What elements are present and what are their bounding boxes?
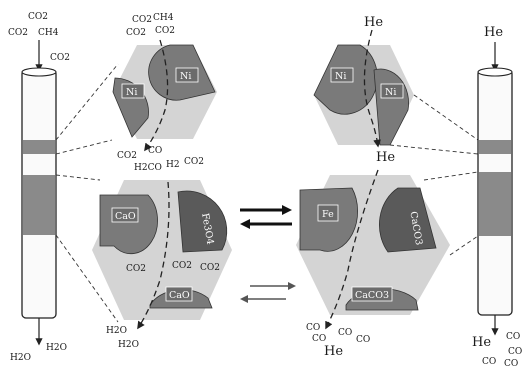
right-ni-out: He	[376, 150, 395, 165]
left-reactor-ni-band	[23, 140, 55, 154]
left-ni-out-4: H2	[166, 160, 180, 170]
left-ni-out-1: CO2	[117, 151, 137, 161]
left-ni-label-b: Ni	[180, 71, 191, 82]
left-cao-particle-a	[99, 194, 158, 255]
right-reactor-top-rim	[477, 67, 513, 77]
left-reactor-top-rim	[21, 67, 57, 77]
left-fe3o4-label: Fe3O4	[199, 212, 215, 245]
left-reactor-sorbent-band	[23, 175, 55, 235]
right-reactor-product-co-3: CO	[482, 357, 496, 367]
right-lower-cell: Fe CaCO3 CaCO3 CO CO CO CO He	[296, 169, 450, 359]
left-lower-flow-path	[137, 181, 170, 330]
left-reactor-gas-2: CO2	[8, 28, 28, 38]
left-ni-out-3: H2CO	[134, 163, 162, 173]
right-reactor: He He CO CO CO CO	[472, 25, 522, 367]
right-fe-label: Fe	[322, 209, 334, 220]
right-ni-chip-b	[380, 83, 404, 99]
right-reactor-product-he: He	[472, 335, 491, 350]
left-lower-exit-2: H2O	[118, 340, 139, 350]
right-caco3-chip-b	[351, 286, 393, 302]
left-fe3o4-particle	[177, 190, 228, 253]
right-reactor-ni-band	[479, 140, 511, 154]
left-cao-chip-a	[111, 207, 139, 223]
left-ni-in-2: CH4	[153, 13, 174, 23]
right-reactor-product-co-2: CO	[508, 347, 522, 357]
right-reactor-product-co-1: CO	[506, 332, 520, 342]
left-lower-gas-2: CO2	[172, 261, 192, 271]
left-ni-in-3: CO2	[126, 28, 146, 38]
left-cao-chip-b	[165, 286, 193, 302]
left-cao-label-a: CaO	[115, 211, 136, 222]
right-reactor-product-co-4: CO	[504, 359, 518, 367]
right-fe-chip	[317, 204, 339, 222]
right-reactor-gas: He	[484, 25, 503, 40]
left-lower-exit-1: H2O	[106, 326, 127, 336]
left-ni-label-a: Ni	[126, 87, 137, 98]
left-reactor-product-1: H2O	[10, 353, 31, 363]
equilibrium-arrows	[240, 205, 296, 303]
right-lower-exit-co-4: CO	[356, 335, 370, 345]
left-lower-gas-1: CO2	[126, 264, 146, 274]
right-caco3-label-b: CaCO3	[355, 290, 389, 301]
left-lower-gas-3: CO2	[200, 263, 220, 273]
right-lower-exit-he: He	[324, 344, 343, 359]
right-lower-exit-co-1: CO	[306, 323, 320, 333]
right-caco3-particle-a	[379, 187, 437, 253]
right-lower-exit-co-3: CO	[338, 328, 352, 338]
left-ni-out-2: CO	[148, 146, 162, 156]
left-reactor-product-2: H2O	[46, 343, 67, 353]
left-ni-in-1: CO2	[132, 15, 152, 25]
left-reactor: CO2 CO2 CH4 CO2 H2O H2O	[8, 12, 70, 363]
left-zoom-leaders	[55, 63, 119, 323]
left-ni-in-4: CO2	[155, 26, 175, 36]
right-ni-in: He	[364, 15, 383, 30]
right-lower-flow-path	[325, 169, 379, 330]
right-reactor-sorbent-band	[479, 172, 511, 236]
left-ni-chip-a	[121, 83, 145, 99]
right-ni-cell: He Ni Ni He	[313, 15, 414, 165]
right-ni-label-a: Ni	[335, 71, 346, 82]
right-lower-exit-co-2: CO	[312, 334, 326, 344]
left-reactor-gas-1: CO2	[28, 12, 48, 22]
right-ni-label-b: Ni	[385, 87, 396, 98]
left-ni-out-5: CO2	[184, 157, 204, 167]
left-ni-flow-path	[144, 39, 169, 152]
left-ni-chip-b	[175, 67, 199, 83]
left-ni-cell: CO2 CH4 CO2 CO2 Ni Ni CO2 CO H2CO H2 CO2	[112, 13, 217, 173]
left-lower-cell: CaO Fe3O4 CaO CO2 CO2 CO2 H2O H2O	[92, 180, 232, 350]
right-ni-chip-a	[330, 67, 354, 83]
right-zoom-leaders	[389, 94, 479, 256]
left-reactor-gas-4: CO2	[50, 53, 70, 63]
left-reactor-gas-3: CH4	[38, 28, 59, 38]
left-cao-label-b: CaO	[169, 290, 190, 301]
